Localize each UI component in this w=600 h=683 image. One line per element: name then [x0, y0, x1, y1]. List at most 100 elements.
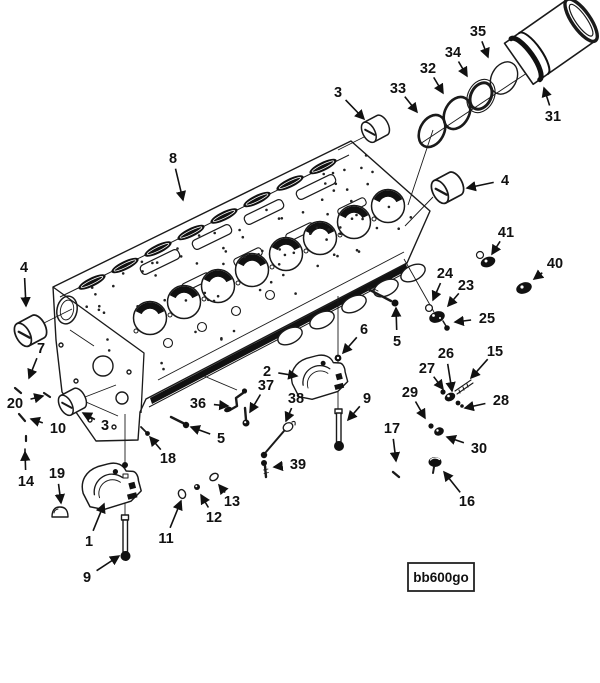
part-bolt-37	[242, 406, 250, 427]
part-oring-13	[209, 472, 219, 482]
callout-24-10: 24	[431, 266, 453, 302]
callout-arrow	[29, 416, 44, 427]
callout-number: 16	[459, 494, 475, 510]
callout-9-21: 9	[83, 555, 121, 586]
callout-arrow	[218, 483, 229, 496]
callout-number: 40	[547, 256, 563, 272]
callout-5-26: 5	[189, 425, 225, 447]
callout-7-14: 7	[27, 341, 45, 380]
callout-15-37: 15	[469, 344, 503, 380]
callout-1-20: 1	[85, 502, 106, 550]
callout-17-35: 17	[384, 421, 401, 463]
part-bolt-5-left	[169, 415, 190, 429]
block-front-face	[56, 295, 132, 430]
callout-arrow	[469, 358, 489, 380]
callout-arrow	[404, 96, 418, 114]
part-bolt-18	[140, 426, 150, 436]
callout-arrow	[284, 407, 295, 423]
callout-number: 36	[190, 396, 206, 412]
cylinder-bores	[132, 188, 406, 336]
part-bushing-3-top	[360, 114, 391, 144]
callout-number: 4	[501, 173, 509, 189]
callout-arrow	[532, 269, 545, 280]
callout-arrow	[446, 292, 460, 308]
callout-6-33: 6	[341, 322, 368, 355]
callout-number: 33	[390, 81, 406, 97]
callout-number: 39	[290, 457, 306, 473]
callout-35-4: 35	[470, 24, 490, 59]
callout-number: 13	[224, 494, 240, 510]
bolt-hole-dots	[85, 154, 413, 371]
callout-arrow	[457, 61, 468, 78]
part-seal-ring-35	[489, 61, 519, 95]
callout-number: 5	[217, 431, 225, 447]
callout-number: 20	[7, 396, 23, 412]
callout-41-8: 41	[491, 225, 514, 256]
callout-14-17: 14	[18, 450, 34, 490]
callout-31-5: 31	[541, 86, 561, 125]
part-fitting-25	[442, 320, 450, 331]
callout-10-16: 10	[29, 416, 66, 437]
callout-number: 31	[545, 109, 561, 125]
callout-arrow	[169, 499, 183, 529]
callout-40-9: 40	[532, 256, 563, 280]
callout-number: 30	[471, 441, 487, 457]
callout-25-12: 25	[453, 311, 495, 327]
callout-arrow	[491, 240, 502, 256]
part-washer-24	[424, 303, 434, 313]
callout-13-24: 13	[218, 483, 240, 510]
callout-number: 5	[393, 334, 401, 350]
part-oring-11	[177, 488, 187, 500]
callout-38-30: 38	[284, 391, 304, 423]
callout-23-11: 23	[446, 278, 474, 308]
callout-number: 2	[263, 364, 271, 380]
pan-rail-ovals	[162, 263, 426, 349]
callout-18-25: 18	[148, 435, 176, 467]
callout-arrow	[433, 376, 444, 391]
callout-27-39: 27	[419, 361, 444, 391]
left-bank-slots	[78, 158, 337, 290]
callout-34-3: 34	[445, 45, 468, 78]
part-clamp-41	[475, 250, 496, 268]
part-bolt-39	[261, 460, 269, 479]
part-pin-17	[391, 470, 401, 479]
callout-arrow	[341, 336, 358, 355]
callout-number: 37	[258, 378, 274, 394]
callout-arrow	[479, 41, 490, 59]
callout-number: 25	[479, 311, 495, 327]
callout-number: 41	[498, 225, 514, 241]
callout-arrow	[30, 393, 45, 404]
callout-11-22: 11	[158, 499, 183, 547]
callout-arrow	[148, 435, 162, 451]
callout-arrow	[433, 76, 444, 95]
part-fitting-29-30	[428, 423, 444, 436]
callout-number: 27	[419, 361, 435, 377]
part-bracket-38	[260, 420, 296, 459]
block-outline	[52, 140, 431, 442]
callout-arrow	[278, 369, 299, 380]
callout-number: 26	[438, 346, 454, 362]
callout-number: 32	[420, 61, 436, 77]
part-pin-7	[13, 386, 23, 395]
callout-arrow	[443, 470, 461, 493]
callout-arrow	[20, 277, 31, 308]
part-bracket-36	[224, 388, 248, 413]
callout-37-28: 37	[249, 378, 274, 414]
callout-number: 9	[83, 570, 91, 586]
callout-number: 24	[437, 266, 453, 282]
callout-arrow	[445, 434, 465, 445]
part-fitting-23	[429, 311, 445, 323]
part-bushing-3-left	[57, 387, 88, 417]
callout-number: 12	[206, 510, 222, 526]
callout-arrow	[389, 438, 401, 463]
callout-number: 34	[445, 45, 461, 61]
part-cup-plug-19	[51, 506, 69, 518]
callout-number: 3	[101, 418, 109, 434]
callout-arrow	[453, 315, 472, 327]
callout-8-6: 8	[169, 151, 186, 202]
callout-number: 15	[487, 344, 503, 360]
callout-28-40: 28	[463, 393, 509, 412]
part-pin-20	[42, 391, 52, 399]
part-cylinder-liner-31	[503, 0, 599, 86]
callout-20-15: 20	[7, 393, 45, 412]
